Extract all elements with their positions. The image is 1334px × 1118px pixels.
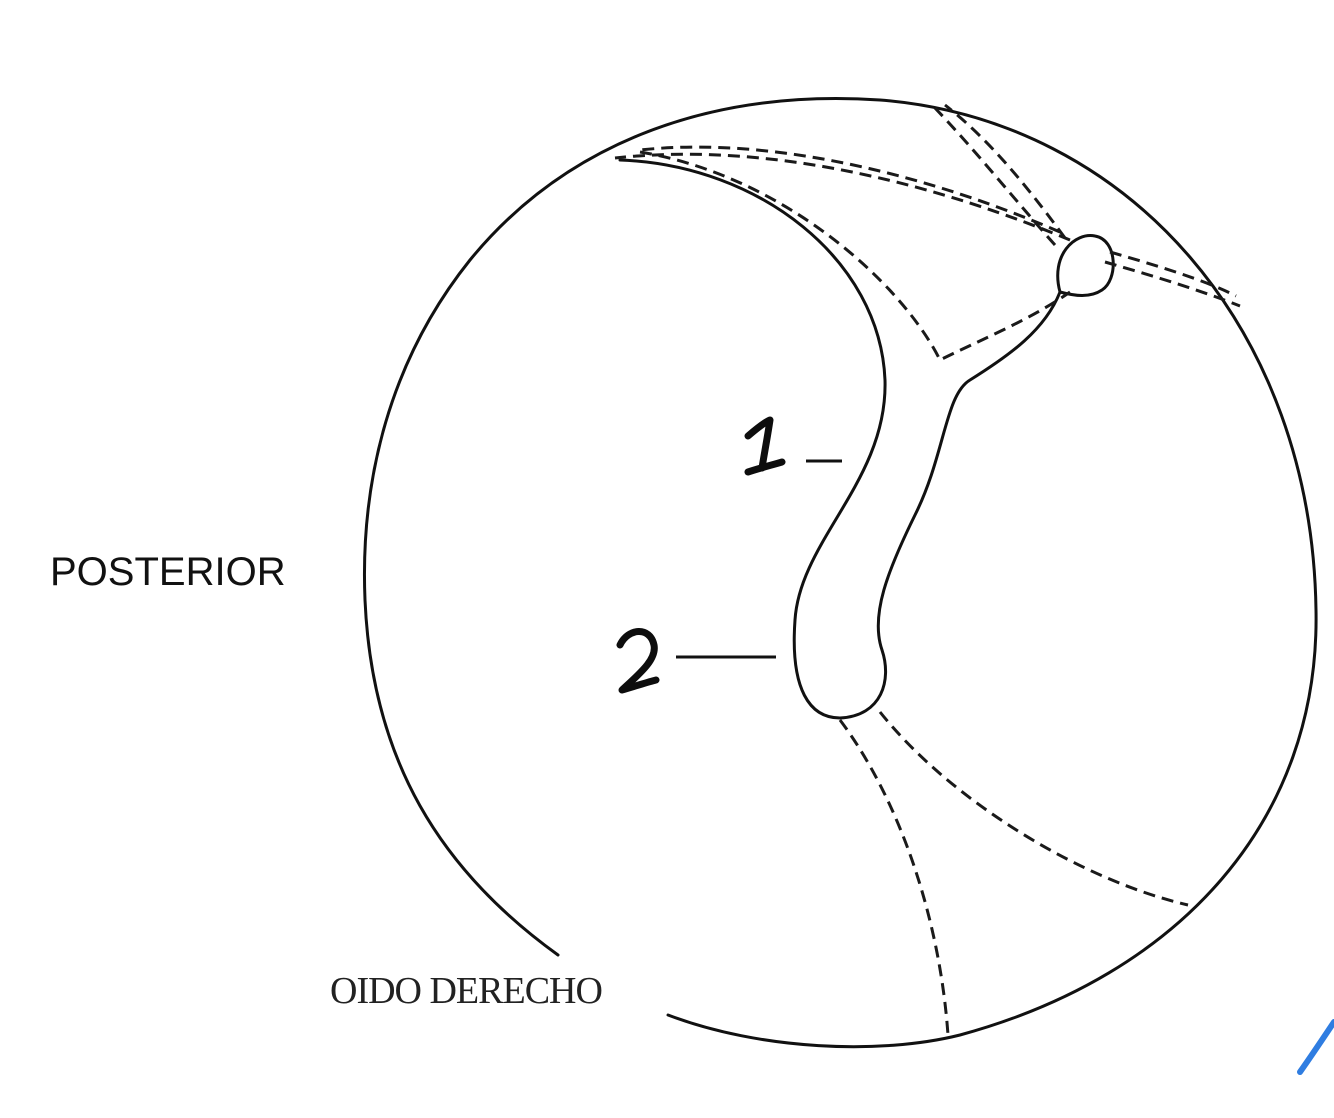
marker-2-glyph [620,631,656,690]
quadrant-line-inferior [840,720,948,1035]
stria-dashed [640,152,1070,360]
orientation-label: POSTERIOR [50,550,286,594]
marker-1-glyph [748,420,782,472]
pars-flaccida-line-b [935,108,1055,245]
pars-flaccida-line-a [945,105,1065,238]
quadrant-line-anterior [880,712,1188,905]
tympanic-membrane-outline [364,99,1316,1047]
anterior-malleolar-fold [1105,262,1240,306]
lateral-process [1058,236,1114,296]
annotation-pen-stroke [1300,1022,1334,1072]
malleus-handle-outline [620,160,1060,718]
caption-label: OIDO DERECHO [330,970,602,1012]
posterior-malleolar-fold-inner [640,147,1060,232]
